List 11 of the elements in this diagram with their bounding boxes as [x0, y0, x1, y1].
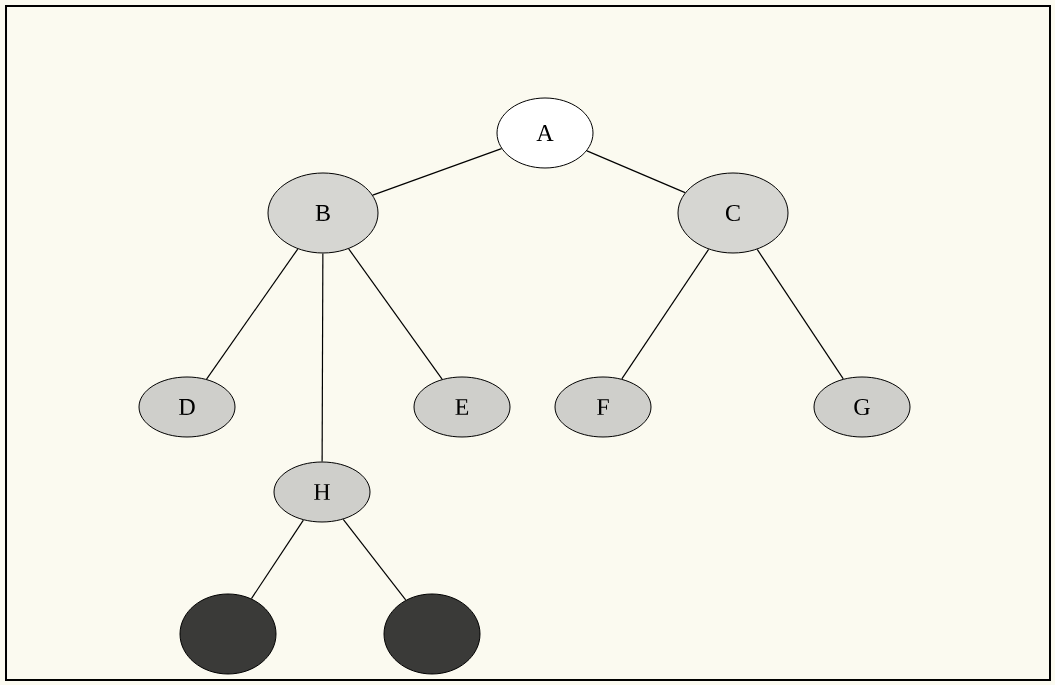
connector-line	[372, 148, 503, 196]
connector-line	[586, 150, 686, 194]
connector-line	[348, 248, 443, 380]
connector-line	[621, 248, 710, 380]
connector-line	[205, 248, 299, 380]
ellipse	[383, 593, 481, 675]
ellipse	[179, 593, 277, 675]
connector-line	[756, 248, 844, 380]
connector-line	[321, 252, 324, 463]
connector-line	[342, 518, 407, 601]
connector-line	[250, 519, 304, 600]
